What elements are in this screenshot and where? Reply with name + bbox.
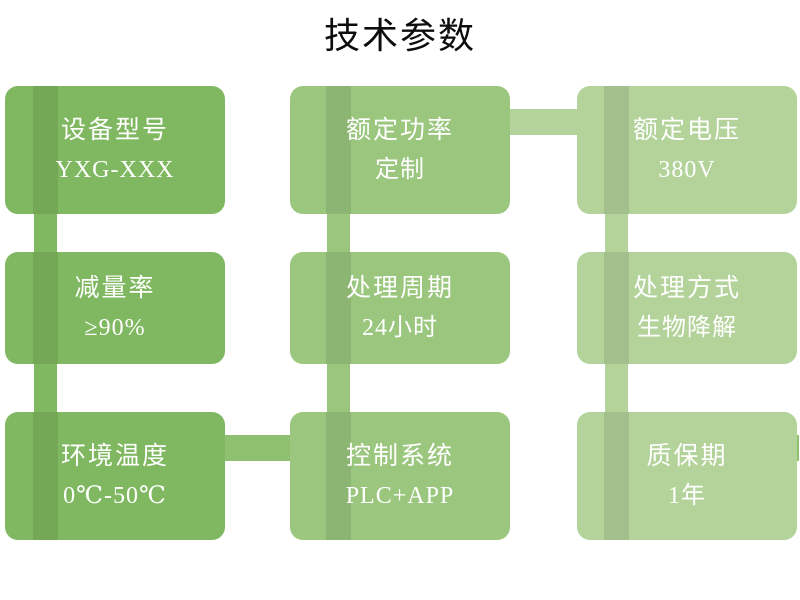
card-content: 额定电压 380V — [577, 111, 797, 189]
card-label: 处理方式 — [632, 275, 741, 302]
card-accent-bar — [604, 86, 629, 214]
card-content: 处理周期 24小时 — [290, 269, 510, 347]
card-treatment-method[interactable]: 处理方式 生物降解 — [577, 252, 797, 364]
card-warranty[interactable]: 质保期 1年 — [577, 412, 797, 540]
card-accent-bar — [33, 86, 58, 214]
card-value: 1年 — [668, 483, 706, 509]
card-accent-bar — [326, 252, 351, 364]
card-content: 处理方式 生物降解 — [577, 269, 797, 347]
card-label: 减量率 — [74, 275, 156, 302]
card-accent-bar — [33, 412, 58, 540]
card-content: 额定功率 定制 — [290, 111, 510, 189]
card-label: 质保期 — [646, 443, 728, 470]
card-accent-bar — [326, 86, 351, 214]
card-value: 生物降解 — [637, 315, 737, 341]
card-label: 处理周期 — [345, 275, 454, 302]
card-value: 0℃-50℃ — [63, 483, 167, 509]
card-content: 环境温度 0℃-50℃ — [5, 437, 225, 515]
card-value: 24小时 — [362, 315, 438, 341]
card-label: 环境温度 — [60, 443, 169, 470]
card-control-system[interactable]: 控制系统 PLC+APP — [290, 412, 510, 540]
card-value: PLC+APP — [345, 483, 455, 509]
card-ambient-temperature[interactable]: 环境温度 0℃-50℃ — [5, 412, 225, 540]
card-label: 额定电压 — [632, 117, 741, 144]
card-content: 设备型号 YXG-XXX — [5, 111, 225, 189]
card-value: YXG-XXX — [55, 157, 175, 183]
card-treatment-cycle[interactable]: 处理周期 24小时 — [290, 252, 510, 364]
card-accent-bar — [604, 252, 629, 364]
card-accent-bar — [326, 412, 351, 540]
card-label: 额定功率 — [345, 117, 454, 144]
card-reduction-rate[interactable]: 减量率 ≥90% — [5, 252, 225, 364]
card-accent-bar — [33, 252, 58, 364]
card-rated-power[interactable]: 额定功率 定制 — [290, 86, 510, 214]
card-content: 减量率 ≥90% — [5, 269, 225, 347]
page-title: 技术参数 — [323, 16, 476, 56]
card-label: 控制系统 — [345, 443, 454, 470]
card-value: ≥90% — [84, 315, 146, 341]
card-model[interactable]: 设备型号 YXG-XXX — [5, 86, 225, 214]
card-value: 380V — [658, 157, 716, 183]
card-value: 定制 — [375, 157, 425, 183]
card-rated-voltage[interactable]: 额定电压 380V — [577, 86, 797, 214]
card-label: 设备型号 — [60, 117, 169, 144]
card-accent-bar — [604, 412, 629, 540]
card-content: 控制系统 PLC+APP — [290, 437, 510, 515]
card-content: 质保期 1年 — [577, 437, 797, 515]
